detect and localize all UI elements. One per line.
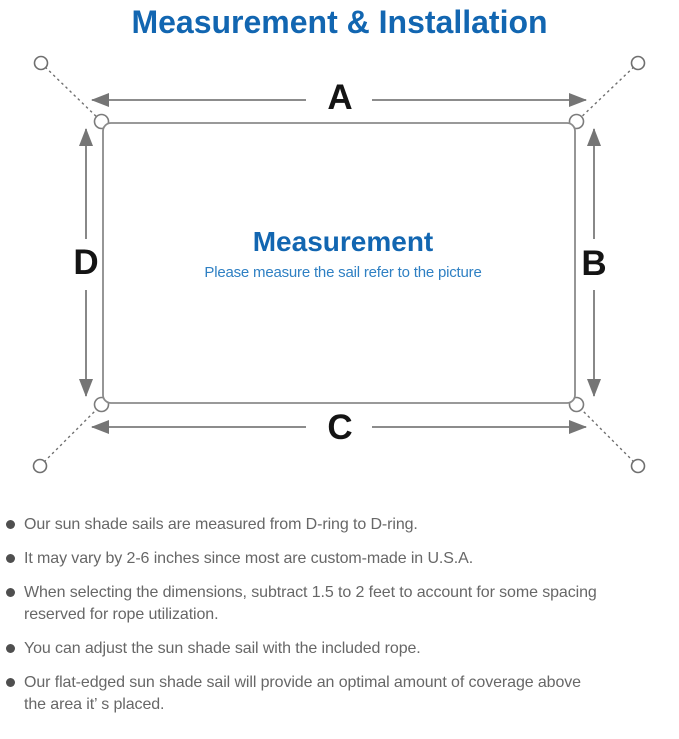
anchor-point-icon	[33, 55, 49, 71]
bullet-icon	[6, 520, 15, 529]
bullet-icon	[6, 588, 15, 597]
note-text: Our sun shade sails are measured from D-…	[24, 516, 418, 533]
note-text: When selecting the dimensions, subtract …	[24, 584, 597, 623]
corner-d-rings	[93, 113, 585, 413]
rope-dashed-lines	[39, 62, 639, 467]
diagram-center-subtitle: Please measure the sail refer to the pic…	[204, 264, 481, 281]
note-text: It may vary by 2-6 inches since most are…	[24, 550, 474, 567]
dimension-label-a: A	[327, 78, 352, 117]
list-item: Our sun shade sails are measured from D-…	[6, 514, 675, 536]
rope-top-left	[40, 62, 104, 124]
rope-bottom-left	[39, 402, 104, 467]
page-title: Measurement & Installation	[131, 4, 548, 40]
list-item: It may vary by 2-6 inches since most are…	[6, 548, 675, 570]
rope-top-right	[574, 62, 639, 124]
sail-diagram-svg: A B C D Measurement Please measure the s…	[32, 55, 646, 474]
dimension-label-d: D	[73, 243, 98, 282]
dimension-label-b: B	[581, 244, 606, 283]
note-text: Our flat-edged sun shade sail will provi…	[24, 674, 581, 713]
measurement-diagram: A B C D Measurement Please measure the s…	[0, 43, 679, 503]
list-item: Our flat-edged sun shade sail will provi…	[6, 672, 675, 716]
dimension-arrows	[79, 93, 601, 434]
anchor-point-icon	[32, 458, 48, 474]
rope-bottom-right	[574, 402, 639, 467]
list-item: You can adjust the sun shade sail with t…	[6, 638, 675, 660]
dimension-label-c: C	[327, 408, 352, 447]
sail-rectangle	[102, 122, 576, 404]
bullet-icon	[6, 644, 15, 653]
bullet-icon	[6, 678, 15, 687]
bullet-icon	[6, 554, 15, 563]
note-text: You can adjust the sun shade sail with t…	[24, 640, 421, 657]
list-item: When selecting the dimensions, subtract …	[6, 582, 675, 626]
anchor-points	[32, 55, 646, 474]
anchor-point-icon	[630, 55, 646, 71]
measurement-notes-list: Our sun shade sails are measured from D-…	[0, 514, 679, 716]
anchor-point-icon	[630, 458, 646, 474]
diagram-center-heading: Measurement	[253, 226, 434, 257]
